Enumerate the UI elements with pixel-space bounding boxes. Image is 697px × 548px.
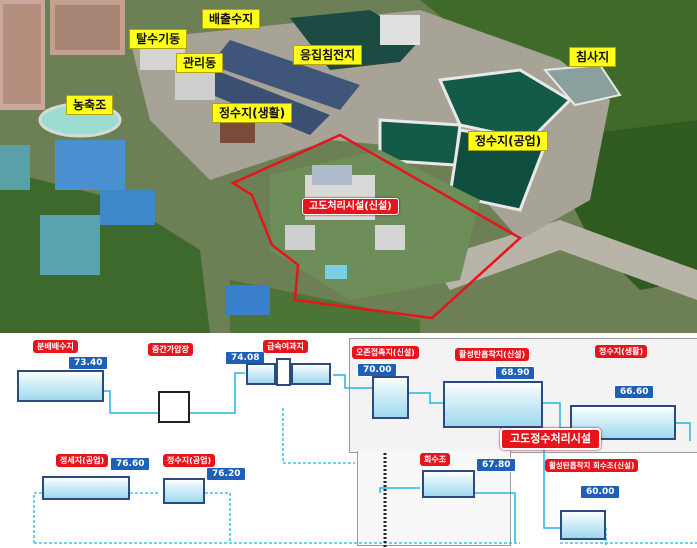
gac-adsorption-tank: [443, 381, 543, 428]
process-schematic: 분배배수지 73.40 중간가압장 74.08 급속여과지 오존접촉지(신설) …: [0, 333, 697, 548]
level-treated-water-domestic: 66.60: [614, 385, 655, 399]
label-advanced-treatment-new: 고도처리시설(신설): [302, 198, 399, 215]
label-thickener: 농축조: [66, 95, 114, 115]
level-gac-adsorption: 68.90: [495, 366, 536, 380]
level-rapid-filter: 74.08: [225, 351, 266, 365]
distribution-reservoir-tank: [17, 370, 104, 402]
rapid-filter-tank-a: [246, 363, 276, 385]
level-recovery-tank: 67.80: [476, 458, 517, 472]
industrial-wash-tank: [42, 476, 130, 500]
level-industrial-clear-well: 76.20: [206, 467, 247, 481]
tag-ozone-contact: 오존접촉지(신설): [352, 346, 419, 359]
tag-distribution-reservoir: 분배배수지: [33, 340, 78, 353]
level-ozone-contact: 70.00: [357, 363, 398, 377]
label-admin-building: 관리동: [176, 53, 224, 73]
label-treated-water-tank-industrial: 정수지(공업): [468, 131, 549, 151]
tag-rapid-filter: 급속여과지: [263, 340, 308, 353]
tag-booster-station: 중간가압장: [148, 343, 193, 356]
pipe-network: [33, 372, 697, 548]
label-coagulation-sedimentation: 응집침전지: [293, 45, 363, 65]
tag-industrial-wash: 정세지(공업): [56, 454, 109, 467]
level-gac-recovery: 60.00: [580, 485, 621, 499]
rapid-filter-tank-b: [291, 363, 331, 385]
advanced-treatment-title: 고도정수처리시설: [500, 428, 601, 450]
aerial-photo: 배출수지 탈수기동 응집침전지 관리동 침사지 농축조 정수지(생활) 정수지(…: [0, 0, 697, 333]
rapid-filter-column: [276, 358, 291, 386]
tag-recovery-tank: 회수조: [420, 453, 451, 466]
tag-treated-water-domestic: 정수지(생활): [595, 345, 648, 358]
level-industrial-wash: 76.60: [110, 457, 151, 471]
label-dewatering-building: 탈수기동: [129, 29, 188, 49]
booster-station-box: [158, 391, 190, 423]
ozone-contact-tank: [372, 376, 409, 419]
label-grit-chamber: 침사지: [569, 47, 617, 67]
gac-recovery-tank: [560, 510, 606, 540]
level-distribution-reservoir: 73.40: [68, 356, 109, 370]
industrial-clear-well-tank: [163, 478, 205, 504]
recovery-tank: [422, 470, 475, 498]
tag-industrial-clear-well: 정수지(공업): [163, 454, 216, 467]
tag-gac-recovery: 활성탄흡착지 회수조(신설): [545, 459, 639, 472]
label-discharge-water-tank: 배출수지: [202, 9, 261, 29]
tag-gac-adsorption: 활성탄흡착지(신설): [455, 348, 530, 361]
label-treated-water-tank-domestic: 정수지(생활): [212, 103, 293, 123]
